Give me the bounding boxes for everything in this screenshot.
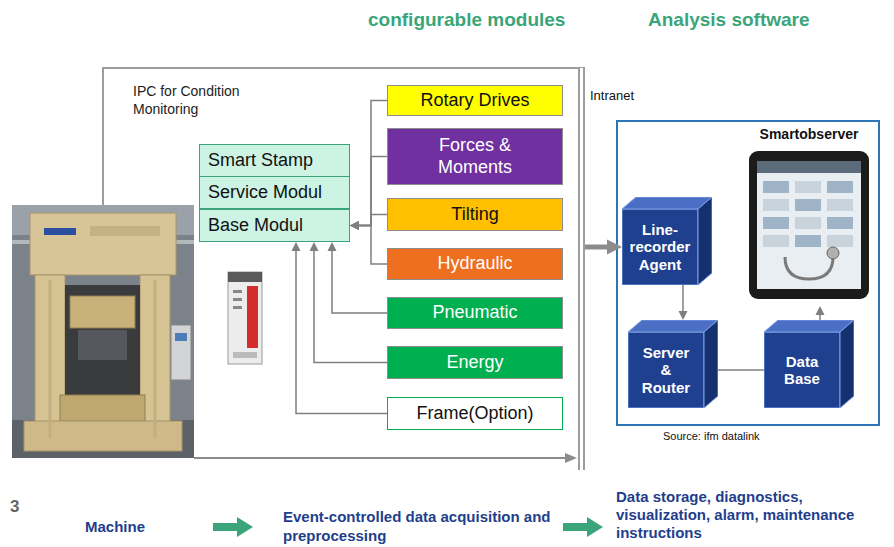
module-box: Rotary Drives	[387, 85, 563, 116]
press-machine-photo	[12, 205, 194, 458]
connector	[350, 221, 387, 264]
node-label: Pneumatic	[432, 302, 517, 324]
node-label: Smartobserver	[760, 126, 859, 143]
ipc-device	[228, 272, 262, 364]
node-label: Forces & Moments	[410, 135, 540, 178]
node-label: Energy	[446, 352, 503, 374]
annotation: Source: ifm datalink	[663, 430, 760, 442]
annotation: Intranet	[590, 88, 634, 103]
connector	[292, 242, 388, 414]
annotation: Event-controlled data acquisition and pr…	[283, 508, 558, 546]
slide-number: 3	[10, 497, 19, 517]
annotation: Machine	[85, 518, 145, 535]
node-label: Data Base	[772, 353, 832, 388]
analysis-frame	[617, 121, 879, 425]
module-box: Hydraulic	[387, 248, 563, 280]
column-heading: Analysis software	[648, 9, 810, 31]
connector	[816, 306, 825, 320]
node-label: Smart Stamp	[208, 150, 313, 172]
module-box: Base Modul	[199, 209, 350, 242]
module-box: Tilting	[387, 198, 563, 231]
module-box: Energy	[387, 346, 563, 379]
tablet-picture	[745, 147, 873, 303]
connector	[350, 157, 387, 231]
connector	[679, 285, 688, 320]
connector	[328, 242, 388, 313]
arrow-head	[565, 453, 577, 463]
server-cube: Data Base	[764, 320, 854, 408]
annotation: Data storage, diagnostics, visualization…	[616, 488, 890, 542]
node-label: IPC for Condition Monitoring	[133, 83, 283, 118]
connector	[350, 215, 387, 231]
connector	[310, 242, 388, 363]
server-cube: Line-recorder Agent	[622, 197, 712, 285]
node-label: Base Modul	[208, 215, 303, 237]
connector	[585, 240, 622, 255]
ipc-enclosure: IPC for Condition MonitoringSmart StampS…	[103, 67, 585, 470]
connector	[350, 101, 387, 231]
tablet-screen: Smartobserver	[745, 126, 873, 306]
module-box: Smart Stamp	[199, 144, 350, 177]
module-box: Service Modul	[199, 176, 350, 209]
node-label: Tilting	[451, 204, 498, 226]
module-box: Forces & Moments	[387, 128, 563, 185]
node-label: Frame(Option)	[416, 403, 533, 425]
module-box: Frame(Option)	[387, 397, 563, 430]
node-label: Hydraulic	[437, 253, 512, 275]
node-label: Server & Router	[637, 344, 695, 396]
connector	[718, 370, 764, 371]
node-label: Service Modul	[208, 182, 322, 204]
server-cube: Server & Router	[628, 320, 718, 408]
signal-line	[194, 457, 566, 459]
column-heading: configurable modules	[368, 9, 565, 31]
node-label: Line-recorder Agent	[623, 221, 697, 273]
node-label: Rotary Drives	[420, 90, 529, 112]
module-box: Pneumatic	[387, 297, 563, 329]
